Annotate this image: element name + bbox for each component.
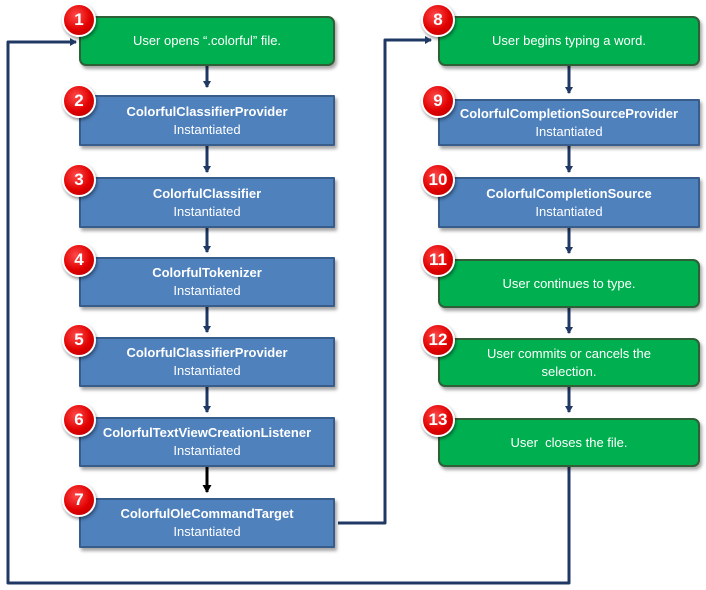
step-1-badge: 1	[62, 3, 96, 37]
step-9-box[interactable]: ColorfulCompletionSourceProvider Instant…	[438, 99, 700, 146]
step-10-badge: 10	[421, 163, 455, 197]
step-6-badge: 6	[62, 403, 96, 437]
step-5-badge: 5	[62, 323, 96, 357]
step-10-text: Instantiated	[535, 203, 603, 219]
step-11-text: User continues to type.	[502, 275, 636, 291]
step-2-box[interactable]: ColorfulClassifierProvider Instantiated	[79, 95, 335, 146]
step-13-box[interactable]: User closes the file.	[438, 418, 700, 467]
arrow-13-to-1-loop	[6, 38, 571, 585]
step-6-text: Instantiated	[173, 443, 241, 458]
step-3-badge: 3	[62, 163, 96, 197]
arrow-7-to-8	[338, 36, 432, 525]
step-10-box[interactable]: ColorfulCompletionSource Instantiated	[438, 177, 700, 228]
step-3-text: Instantiated	[173, 203, 241, 219]
step-10-title: ColorfulCompletionSource	[486, 185, 652, 201]
step-2-text: Instantiated	[173, 121, 241, 137]
step-6-box[interactable]: ColorfulTextViewCreationListener Instant…	[79, 417, 335, 467]
step-11-badge: 11	[421, 243, 455, 277]
step-11-box[interactable]: User continues to type.	[438, 259, 700, 308]
step-12-badge: 12	[421, 323, 455, 357]
step-7-box[interactable]: ColorfulOleCommandTarget Instantiated	[79, 498, 335, 548]
step-8-box[interactable]: User begins typing a word.	[438, 16, 700, 66]
step-4-text: Instantiated	[173, 283, 241, 298]
step-6-title: ColorfulTextViewCreationListener	[102, 425, 312, 440]
step-4-title: ColorfulTokenizer	[152, 265, 262, 280]
step-9-title: ColorfulCompletionSourceProvider	[459, 105, 679, 121]
step-5-text: Instantiated	[173, 363, 241, 378]
step-7-title: ColorfulOleCommandTarget	[120, 506, 294, 521]
step-9-badge: 9	[421, 84, 455, 118]
step-5-box[interactable]: ColorfulClassifierProvider Instantiated	[79, 337, 335, 387]
step-5-title: ColorfulClassifierProvider	[126, 345, 288, 360]
step-7-text: Instantiated	[173, 524, 241, 539]
step-12-text: User commits or cancels the selection.	[487, 345, 651, 379]
step-12-box[interactable]: User commits or cancels the selection.	[438, 338, 700, 387]
step-4-box[interactable]: ColorfulTokenizer Instantiated	[79, 257, 335, 307]
step-3-box[interactable]: ColorfulClassifier Instantiated	[79, 177, 335, 228]
step-2-badge: 2	[62, 84, 96, 118]
step-2-title: ColorfulClassifierProvider	[126, 103, 288, 119]
step-8-badge: 8	[421, 3, 455, 37]
step-7-badge: 7	[62, 483, 96, 517]
step-13-badge: 13	[421, 403, 455, 437]
step-1-text: User opens “.colorful” file.	[132, 33, 282, 48]
step-8-text: User begins typing a word.	[492, 33, 646, 48]
step-3-title: ColorfulClassifier	[152, 185, 262, 201]
step-13-text: User closes the file.	[510, 434, 628, 450]
step-4-badge: 4	[62, 243, 96, 277]
step-1-box[interactable]: User opens “.colorful” file.	[79, 16, 335, 66]
step-9-text: Instantiated	[535, 123, 603, 139]
